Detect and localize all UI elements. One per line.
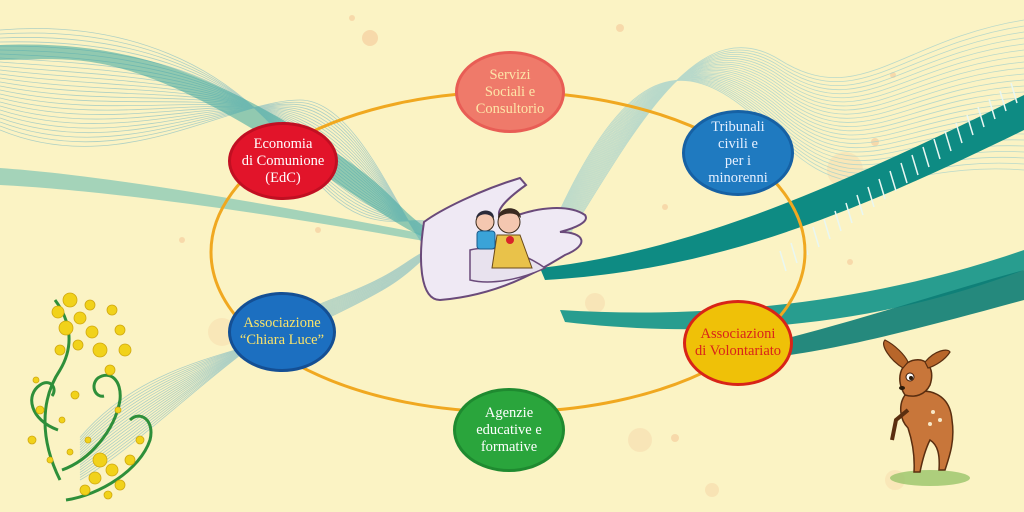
wave-line: [0, 57, 441, 236]
node-associazione-chiara-luce: Associazione “Chiara Luce”: [228, 292, 336, 372]
mimosa-blossom: [114, 324, 126, 336]
mimosa-flower-icon: [30, 299, 153, 502]
mimosa-blossom: [51, 305, 65, 319]
mimosa-blossom: [27, 435, 37, 445]
ribbon-stripe: [845, 202, 853, 224]
wave-line: [559, 63, 1024, 238]
ribbon-stripe: [1010, 82, 1018, 104]
ribbon-stripe: [889, 170, 897, 192]
ribbon-stripe: [834, 210, 842, 232]
wave-line: [559, 61, 1024, 239]
mimosa-blossom: [118, 343, 132, 357]
ribbon-stripe: [999, 90, 1007, 112]
node-agenzie-educative: Agenzie educative e formative: [453, 388, 565, 472]
mimosa-blossom: [103, 490, 113, 500]
node-economia-di-comunione: Economia di Comunione (EdC): [228, 122, 338, 200]
wave-line: [559, 25, 1024, 249]
mimosa-blossom: [46, 456, 54, 464]
mimosa-blossom: [35, 405, 45, 415]
mimosa-blossom: [62, 292, 78, 308]
wave-line: [559, 31, 1024, 248]
ribbon-stripe: [790, 242, 798, 264]
mimosa-blossom: [104, 364, 116, 376]
mimosa-blossom: [105, 463, 119, 477]
ribbon-stripe: [977, 106, 985, 128]
wave-line: [559, 19, 1024, 251]
node-servizi-sociali: Servizi Sociali e Consultorio: [455, 51, 565, 133]
ribbon-stripe: [944, 130, 952, 152]
wave-line: [559, 70, 1024, 231]
mimosa-blossoms: [27, 292, 145, 500]
mimosa-blossom: [84, 299, 96, 311]
mimosa-blossom: [54, 344, 66, 356]
ribbon-stripe: [922, 146, 930, 168]
node-label: Agenzie educative e formative: [476, 404, 542, 455]
hands-holding-mother-and-child-icon: [420, 176, 587, 302]
teal-ribbons: [0, 44, 1024, 355]
mimosa-blossom: [84, 436, 92, 444]
mimosa-blossom: [88, 471, 102, 485]
wave-line: [559, 71, 1024, 230]
node-label: Associazione “Chiara Luce”: [239, 315, 325, 348]
node-tribunali: Tribunali civili e per i minorenni: [682, 110, 794, 196]
ribbon-stripe: [911, 154, 919, 176]
ribbon-stripe: [933, 138, 941, 160]
node-label: Servizi Sociali e Consultorio: [475, 66, 545, 117]
wave-line: [559, 55, 1024, 241]
bokeh-dots: [179, 15, 905, 497]
ribbon-stripes: [779, 82, 1018, 272]
node-label: Associazioni di Volontariato: [694, 326, 782, 359]
mimosa-blossom: [70, 390, 80, 400]
wave-line: [559, 67, 1024, 235]
wave-line: [559, 74, 1024, 225]
mimosa-blossom: [135, 435, 145, 445]
ribbon-stripe: [867, 186, 875, 208]
mimosa-blossom: [79, 484, 91, 496]
ribbon-stripe: [779, 250, 787, 272]
mimosa-blossom: [58, 416, 66, 424]
node-associazioni-volontariato: Associazioni di Volontariato: [683, 300, 793, 386]
mimosa-blossom: [106, 304, 118, 316]
ribbon-stripe: [856, 194, 864, 216]
wave-line: [559, 72, 1024, 228]
wave-line: [559, 65, 1024, 236]
ribbon-stripe: [955, 122, 963, 144]
wave-line: [559, 73, 1024, 227]
wave-line: [559, 43, 1024, 244]
ribbon-stripe: [966, 114, 974, 136]
mimosa-blossom: [66, 448, 74, 456]
wave-line: [559, 68, 1024, 233]
mimosa-blossom: [73, 311, 87, 325]
mimosa-blossom: [124, 454, 136, 466]
mimosa-blossom: [32, 376, 40, 384]
node-label: Economia di Comunione (EdC): [241, 135, 325, 186]
mimosa-blossom: [92, 452, 108, 468]
ribbon-stripe: [823, 218, 831, 240]
mimosa-blossom: [72, 339, 84, 351]
ribbon-stripe: [900, 162, 908, 184]
mimosa-blossom: [92, 342, 108, 358]
mimosa-blossom: [85, 325, 99, 339]
fawn-icon: [883, 339, 970, 486]
mimosa-blossom: [114, 479, 126, 491]
wave-line: [559, 75, 1024, 223]
ribbon-stripe: [988, 98, 996, 120]
mimosa-blossom: [114, 406, 122, 414]
mimosa-blossom: [58, 320, 74, 336]
wave-line: [559, 49, 1024, 243]
node-label: Tribunali civili e per i minorenni: [708, 119, 768, 186]
wave-line: [559, 37, 1024, 246]
ribbon-stripe: [878, 178, 886, 200]
ribbon-stripe: [812, 226, 820, 248]
wave-line: [559, 76, 1024, 222]
